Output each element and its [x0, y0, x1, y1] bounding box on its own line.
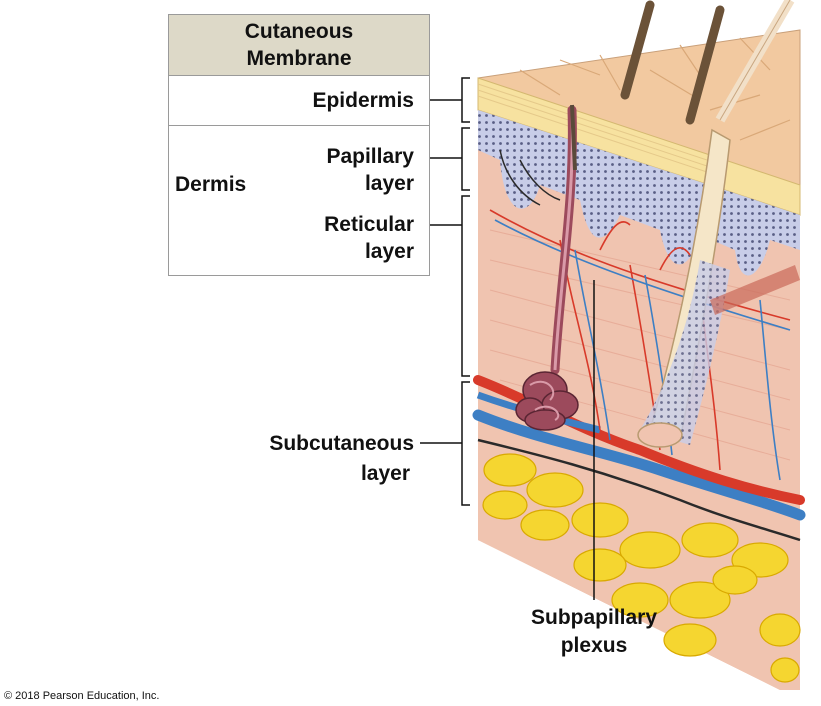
label-subcutaneous-line1: Subcutaneous [269, 432, 414, 455]
table-title-line2: Membrane [246, 47, 352, 70]
label-reticular-line2: layer [364, 240, 414, 263]
label-subpapillary-line1: Subpapillary [530, 606, 658, 629]
hair-shaft-1 [620, 0, 655, 100]
label-epidermis: Epidermis [312, 89, 414, 112]
label-subcutaneous-line2: layer [360, 462, 410, 485]
fat-lobules [482, 453, 801, 683]
cutaneous-membrane-table [168, 14, 430, 276]
table-title-line1: Cutaneous [244, 20, 354, 43]
label-reticular-line1: Reticular [324, 213, 414, 236]
label-papillary-line1: Papillary [326, 145, 414, 168]
table-divider [169, 125, 429, 126]
nerve-main [477, 438, 801, 542]
vein-main [472, 409, 806, 521]
label-subpapillary-line2: plexus [560, 634, 628, 657]
label-dermis: Dermis [175, 173, 247, 196]
label-papillary-line2: layer [364, 172, 414, 195]
table-header [169, 15, 429, 76]
copyright-notice: © 2018 Pearson Education, Inc. [4, 690, 160, 702]
